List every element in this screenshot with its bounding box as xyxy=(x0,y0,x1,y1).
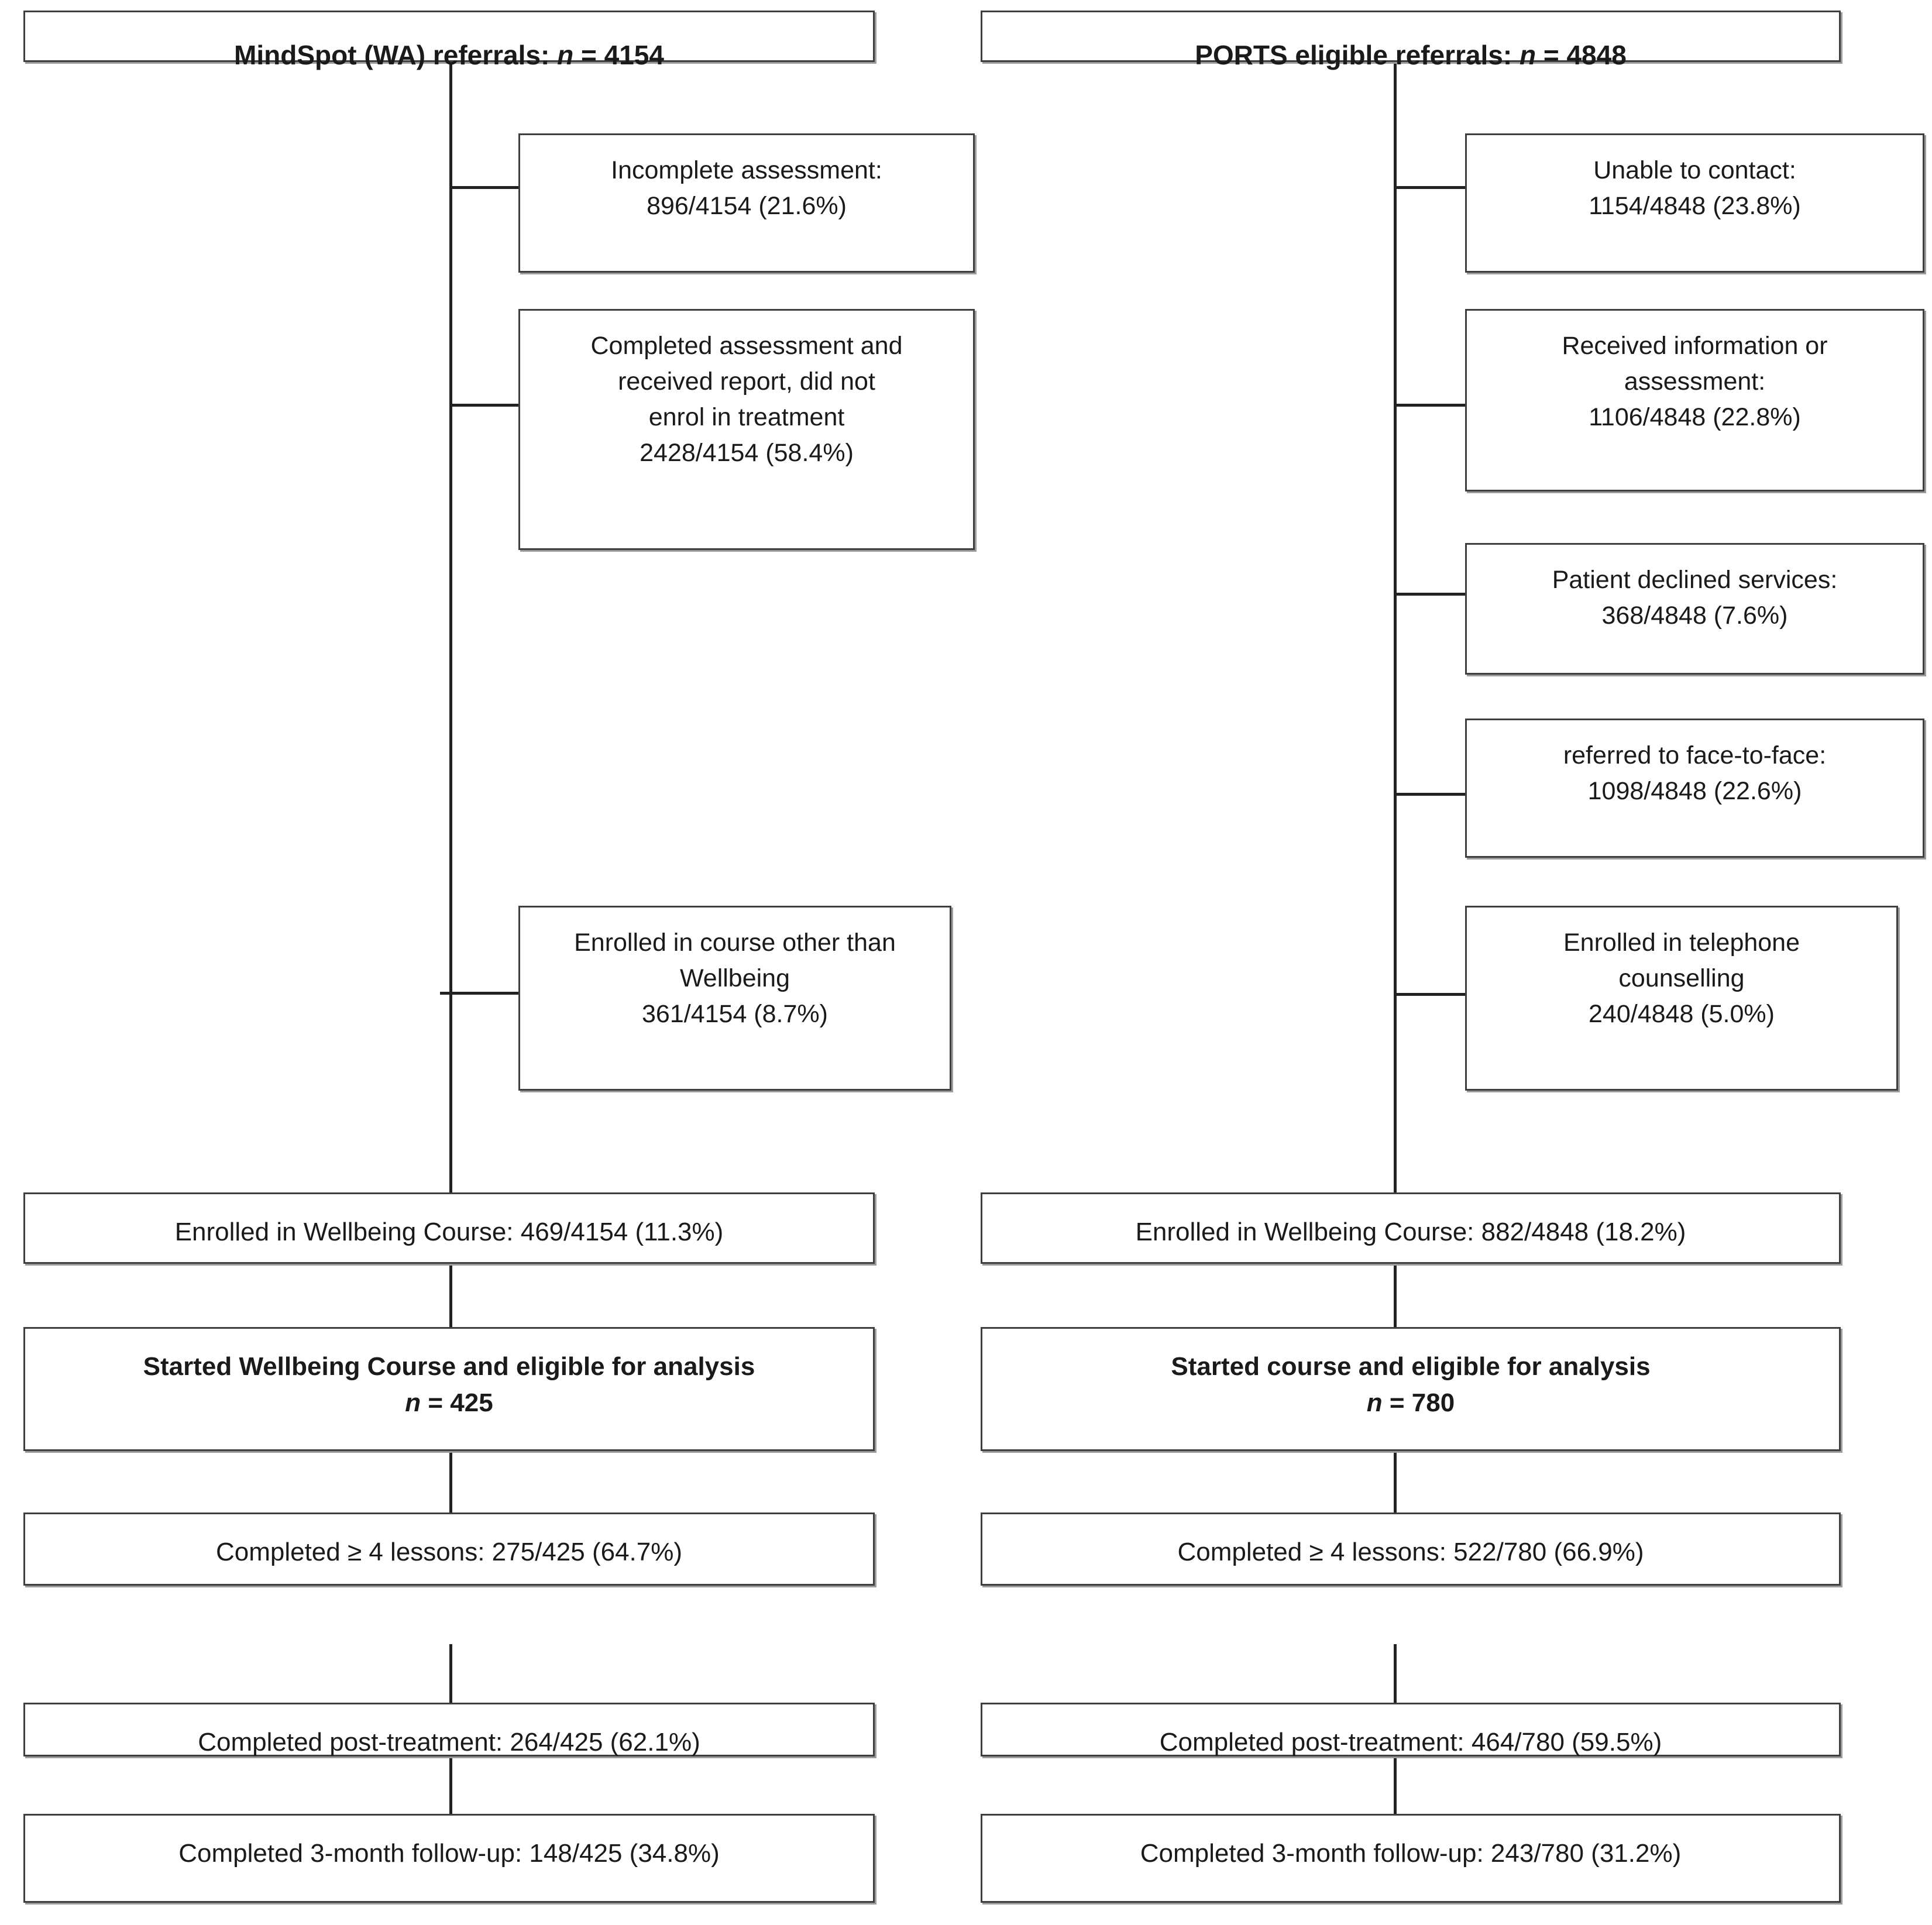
right-exclusion-2-label: Received information or assessment: xyxy=(1562,332,1828,396)
right-step-box-2: Started course and eligible for analysis… xyxy=(981,1327,1841,1451)
left-header-box: MindSpot (WA) referrals: n = 4154 xyxy=(23,11,875,70)
left-exclusion-1-text: Incomplete assessment: 896/4154 (21.6%) xyxy=(520,135,973,224)
left-step-2-label: Started Wellbeing Course and eligible fo… xyxy=(143,1352,755,1381)
right-step-4-text: Completed post-treatment: 464/780 (59.5%… xyxy=(1159,1728,1662,1756)
right-branch-connector-5 xyxy=(1394,993,1465,996)
left-header-text: MindSpot (WA) referrals: n = 4154 xyxy=(25,0,873,74)
right-exclusion-1-value: 1154/4848 (23.8%) xyxy=(1589,192,1801,221)
left-branch-connector-3 xyxy=(440,992,520,995)
right-header-box: PORTS eligible referrals: n = 4848 xyxy=(981,11,1841,70)
left-step-2-n-symbol: n xyxy=(405,1388,421,1418)
right-exclusion-5-text: Enrolled in telephone counselling 240/48… xyxy=(1467,908,1896,1032)
left-step-box-1: Enrolled in Wellbeing Course: 469/4154 (… xyxy=(23,1192,875,1264)
left-branch-connector-1 xyxy=(449,186,520,189)
left-header-suffix: = 4154 xyxy=(573,40,664,70)
right-exclusion-box-5: Enrolled in telephone counselling 240/48… xyxy=(1465,906,1898,1091)
right-exclusion-box-3: Patient declined services: 368/4848 (7.6… xyxy=(1465,543,1924,675)
right-step-5-text: Completed 3-month follow-up: 243/780 (31… xyxy=(1140,1839,1682,1868)
right-step-box-1: Enrolled in Wellbeing Course: 882/4848 (… xyxy=(981,1192,1841,1264)
right-branch-connector-3 xyxy=(1394,593,1465,596)
right-step-1-text: Enrolled in Wellbeing Course: 882/4848 (… xyxy=(1135,1218,1686,1246)
left-exclusion-box-3: Enrolled in course other than Wellbeing … xyxy=(518,906,951,1091)
left-step-box-5: Completed 3-month follow-up: 148/425 (34… xyxy=(23,1814,875,1903)
right-step-box-5: Completed 3-month follow-up: 243/780 (31… xyxy=(981,1814,1841,1903)
right-exclusion-box-2: Received information or assessment: 1106… xyxy=(1465,309,1924,491)
left-header-prefix: MindSpot (WA) referrals: xyxy=(234,40,558,70)
left-exclusion-3-label: Enrolled in course other than Wellbeing xyxy=(574,929,896,993)
left-exclusion-3-value: 361/4154 (8.7%) xyxy=(642,1000,828,1029)
right-step-2-n-symbol: n xyxy=(1366,1388,1383,1418)
right-header-suffix: = 4848 xyxy=(1536,40,1627,70)
right-exclusion-2-value: 1106/4848 (22.8%) xyxy=(1589,403,1801,432)
left-step-2-text: Started Wellbeing Course and eligible fo… xyxy=(25,1329,873,1422)
left-exclusion-box-1: Incomplete assessment: 896/4154 (21.6%) xyxy=(518,133,975,273)
right-exclusion-5-label: Enrolled in telephone counselling xyxy=(1563,929,1800,993)
right-exclusion-1-label: Unable to contact: xyxy=(1593,156,1796,184)
right-step-2-label: Started course and eligible for analysis xyxy=(1171,1352,1651,1381)
right-branch-connector-4 xyxy=(1394,793,1465,796)
left-step-1-text: Enrolled in Wellbeing Course: 469/4154 (… xyxy=(174,1218,724,1246)
left-branch-connector-2 xyxy=(449,404,520,407)
right-exclusion-4-value: 1098/4848 (22.6%) xyxy=(1587,777,1802,806)
left-exclusion-2-value: 2428/4154 (58.4%) xyxy=(640,439,854,468)
right-step-connector-3 xyxy=(1394,1644,1397,1703)
left-exclusion-2-label: Completed assessment and received report… xyxy=(590,332,903,432)
left-exclusion-2-text: Completed assessment and received report… xyxy=(520,311,973,471)
left-step-box-3: Completed ≥ 4 lessons: 275/425 (64.7%) xyxy=(23,1512,875,1586)
right-step-connector-4 xyxy=(1394,1755,1397,1814)
left-header-n-symbol: n xyxy=(557,40,574,70)
right-step-connector-2 xyxy=(1394,1451,1397,1512)
right-step-3-text: Completed ≥ 4 lessons: 522/780 (66.9%) xyxy=(1177,1538,1644,1566)
left-trunk-line xyxy=(449,40,452,1192)
left-exclusion-box-2: Completed assessment and received report… xyxy=(518,309,975,550)
left-step-2-n-value: = 425 xyxy=(421,1388,493,1418)
right-exclusion-3-value: 368/4848 (7.6%) xyxy=(1601,601,1788,630)
left-step-3-text: Completed ≥ 4 lessons: 275/425 (64.7%) xyxy=(215,1538,683,1566)
right-branch-connector-1 xyxy=(1394,186,1465,189)
right-exclusion-4-text: referred to face-to-face: 1098/4848 (22.… xyxy=(1467,720,1923,809)
right-header-prefix: PORTS eligible referrals: xyxy=(1195,40,1520,70)
right-step-connector-1 xyxy=(1394,1263,1397,1327)
left-step-box-4: Completed post-treatment: 264/425 (62.1%… xyxy=(23,1703,875,1756)
right-step-box-3: Completed ≥ 4 lessons: 522/780 (66.9%) xyxy=(981,1512,1841,1586)
right-exclusion-2-text: Received information or assessment: 1106… xyxy=(1467,311,1923,435)
left-exclusion-1-label: Incomplete assessment: xyxy=(611,156,882,184)
left-step-connector-3 xyxy=(449,1644,452,1703)
right-exclusion-4-label: referred to face-to-face: xyxy=(1563,741,1827,769)
right-exclusion-box-1: Unable to contact: 1154/4848 (23.8%) xyxy=(1465,133,1924,273)
right-header-n-symbol: n xyxy=(1519,40,1536,70)
right-branch-connector-2 xyxy=(1394,404,1465,407)
right-exclusion-1-text: Unable to contact: 1154/4848 (23.8%) xyxy=(1467,135,1923,224)
right-exclusion-box-4: referred to face-to-face: 1098/4848 (22.… xyxy=(1465,719,1924,858)
right-step-2-text: Started course and eligible for analysis… xyxy=(982,1329,1839,1422)
left-exclusion-1-value: 896/4154 (21.6%) xyxy=(647,192,847,221)
left-step-5-text: Completed 3-month follow-up: 148/425 (34… xyxy=(178,1839,720,1868)
right-exclusion-3-text: Patient declined services: 368/4848 (7.6… xyxy=(1467,545,1923,634)
left-exclusion-3-text: Enrolled in course other than Wellbeing … xyxy=(520,908,950,1032)
right-step-box-4: Completed post-treatment: 464/780 (59.5%… xyxy=(981,1703,1841,1756)
left-step-4-text: Completed post-treatment: 264/425 (62.1%… xyxy=(198,1728,700,1756)
right-step-2-n-value: = 780 xyxy=(1382,1388,1455,1418)
left-step-connector-1 xyxy=(449,1263,452,1327)
left-step-connector-2 xyxy=(449,1451,452,1512)
right-trunk-line xyxy=(1394,40,1397,1192)
right-header-text: PORTS eligible referrals: n = 4848 xyxy=(982,0,1839,74)
left-step-box-2: Started Wellbeing Course and eligible fo… xyxy=(23,1327,875,1451)
left-step-connector-4 xyxy=(449,1755,452,1814)
right-exclusion-5-value: 240/4848 (5.0%) xyxy=(1589,1000,1775,1029)
right-exclusion-3-label: Patient declined services: xyxy=(1552,566,1838,594)
